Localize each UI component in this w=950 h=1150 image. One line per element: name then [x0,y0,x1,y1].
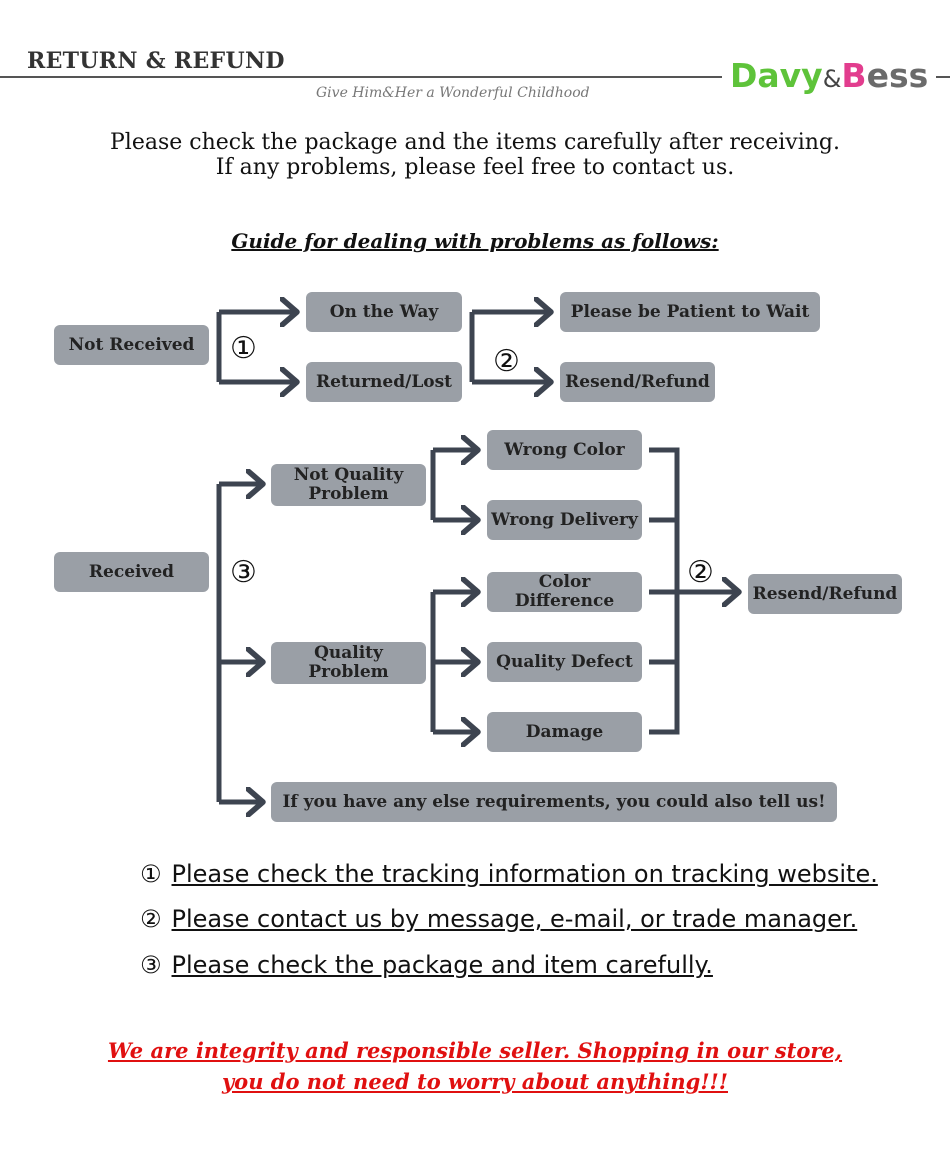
intro-line-1: Please check the package and the items c… [110,130,840,155]
note-2-text: Please contact us by message, e-mail, or… [171,905,858,933]
box-received: Received [54,552,209,592]
logo-davy: Davy [730,56,823,95]
box-color-difference: Color Difference [487,572,642,612]
closing-line-2: you do not need to worry about anything!… [221,1069,728,1094]
box-quality-defect: Quality Defect [487,642,642,682]
note-2-marker: ② [140,905,162,933]
marker-1: ① [230,331,257,366]
marker-2-top: ② [493,344,520,379]
closing-line-1: We are integrity and responsible seller.… [107,1038,843,1063]
box-quality-problem: Quality Problem [271,642,426,684]
note-1-text: Please check the tracking information on… [171,860,878,888]
marker-3: ③ [230,555,257,590]
box-please-wait: Please be Patient to Wait [560,292,820,332]
logo-ess: ess [866,56,929,95]
box-damage: Damage [487,712,642,752]
box-wrong-delivery: Wrong Delivery [487,500,642,540]
logo-ampersand: & [822,65,842,93]
note-3-marker: ③ [140,951,162,979]
note-3-text: Please check the package and item carefu… [171,951,713,979]
box-wrong-color: Wrong Color [487,430,642,470]
box-resend-refund-right: Resend/Refund [748,574,902,614]
page-title: RETURN & REFUND [27,48,285,74]
note-1-marker: ① [140,860,162,888]
box-not-quality-problem: Not Quality Problem [271,464,426,506]
box-else-requirements: If you have any else requirements, you c… [271,782,837,822]
header-divider [0,76,950,78]
box-on-the-way: On the Way [306,292,462,332]
note-2: ② Please contact us by message, e-mail, o… [140,905,857,933]
guide-heading: Guide for dealing with problems as follo… [231,229,719,253]
note-1: ① Please check the tracking information o… [140,860,878,888]
intro-line-2: If any problems, please feel free to con… [215,155,735,180]
box-resend-refund-top: Resend/Refund [560,362,715,402]
marker-2-right: ② [687,555,714,590]
brand-logo: Davy&Bess [722,55,937,97]
box-not-received: Not Received [54,325,209,365]
logo-b: B [841,56,867,95]
note-3: ③ Please check the package and item caref… [140,951,713,979]
box-returned-lost: Returned/Lost [306,362,462,402]
tagline: Give Him&Her a Wonderful Childhood [316,85,590,101]
